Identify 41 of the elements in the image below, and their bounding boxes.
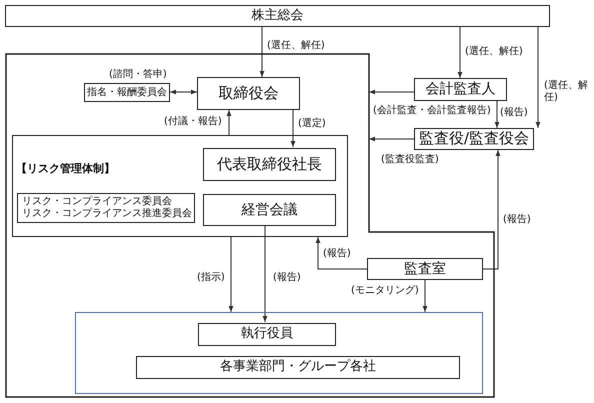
edge-label: (報告) bbox=[502, 214, 532, 226]
edge-label: (会計監査・会計監査報告) bbox=[372, 105, 492, 117]
arrow bbox=[316, 236, 368, 270]
arrow bbox=[458, 26, 462, 78]
arrow bbox=[260, 26, 264, 78]
org-box: 経営会議 bbox=[203, 194, 336, 226]
management-group-box bbox=[12, 135, 348, 237]
arrow bbox=[368, 136, 414, 142]
org-box: 株主総会 bbox=[5, 5, 550, 27]
arrow bbox=[290, 110, 296, 148]
org-box: 取締役会 bbox=[197, 77, 300, 110]
org-box: 各事業部門・グループ各社 bbox=[136, 356, 460, 379]
arrow bbox=[482, 150, 500, 270]
arrow bbox=[422, 280, 428, 312]
executive-group-box bbox=[75, 312, 483, 394]
arrow bbox=[170, 90, 198, 94]
edge-label: (指示) bbox=[196, 272, 226, 284]
section-heading: 【リスク管理体制】 bbox=[15, 163, 116, 175]
org-box: 代表取締役社長 bbox=[203, 148, 336, 181]
edge-label: (選定) bbox=[297, 118, 327, 130]
org-box: 監査役/監査役会 bbox=[414, 128, 534, 150]
org-box: 会計監査人 bbox=[414, 78, 507, 101]
arrow bbox=[536, 26, 540, 128]
edge-label: (報告) bbox=[499, 107, 529, 119]
arrow bbox=[228, 236, 234, 312]
edge-label: (報告) bbox=[322, 248, 352, 260]
arrow bbox=[262, 224, 268, 322]
arrow bbox=[226, 110, 232, 136]
edge-label: (選任、解任) bbox=[266, 40, 326, 52]
org-box: 監査室 bbox=[367, 258, 483, 280]
arrow bbox=[368, 90, 414, 94]
edge-label: (モニタリング) bbox=[350, 285, 420, 297]
edge-label: (監査役監査) bbox=[380, 154, 440, 166]
org-box: 執行役員 bbox=[198, 323, 336, 346]
edge-label: (付議・報告) bbox=[163, 116, 223, 128]
node-note: (諮問・答申) bbox=[108, 69, 168, 81]
arrow bbox=[494, 100, 500, 128]
edge-label: (選任、解任) bbox=[464, 46, 524, 58]
edge-label: (報告) bbox=[272, 272, 302, 284]
committee-box: リスク・コンプライアンス委員会 リスク・コンプライアンス推進委員会 bbox=[17, 193, 195, 223]
org-box: 指名・報酬委員会 bbox=[84, 83, 170, 102]
